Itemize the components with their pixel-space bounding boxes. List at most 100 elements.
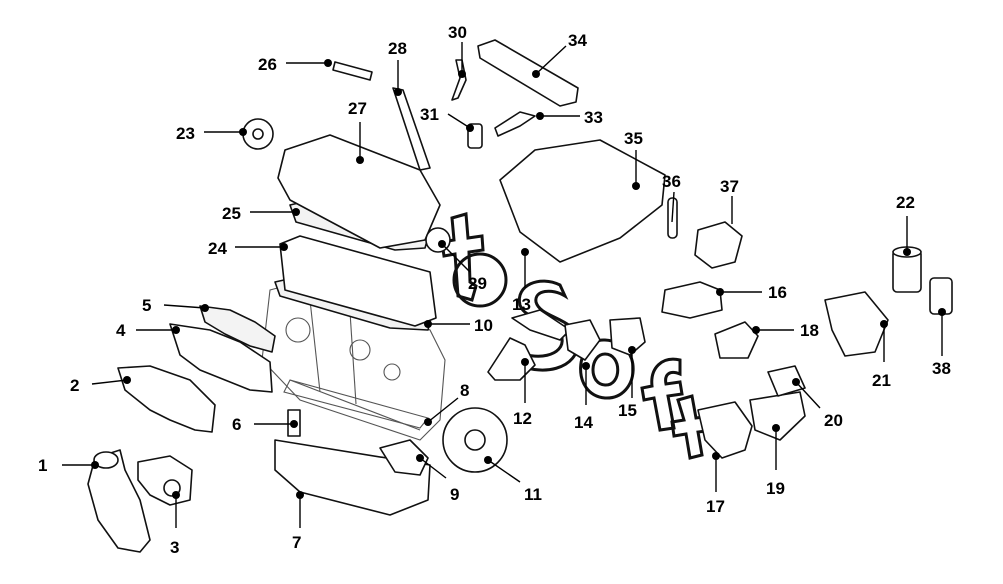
- callout-22: 22: [896, 193, 915, 256]
- part-15-water-pump: [609, 317, 646, 356]
- callout-19: 19: [766, 424, 785, 498]
- part-35-intake-manifold: [499, 139, 666, 263]
- callout-28: 28: [388, 39, 407, 96]
- watermark-letter-f: [640, 357, 684, 432]
- callout-23: 23: [176, 124, 247, 143]
- part-26-injector-bolt: [332, 61, 373, 81]
- part-18-egr-actuator: [714, 321, 759, 359]
- part-2-exhaust-heat-shield: [117, 365, 216, 433]
- callout-14: 14: [574, 362, 593, 432]
- callout-16: 16: [716, 283, 787, 302]
- part-37-water-outlet-elbow: [694, 221, 743, 269]
- callout-30: 30: [448, 23, 467, 78]
- callout-label: 4: [116, 321, 126, 340]
- part-30-fuel-pipe: [451, 59, 467, 101]
- callout-2: 2: [70, 376, 131, 395]
- callout-label: 29: [468, 274, 487, 293]
- callout-17: 17: [706, 452, 725, 516]
- callout-label: 23: [176, 124, 195, 143]
- callout-label: 18: [800, 321, 819, 340]
- engine-block: [261, 281, 446, 441]
- part-13-egr-pipe: [511, 309, 571, 341]
- callout-34: 34: [532, 31, 587, 78]
- callout-6: 6: [232, 415, 298, 434]
- callout-36: 36: [662, 172, 681, 223]
- callout-24: 24: [208, 239, 288, 258]
- callout-29: 29: [438, 240, 487, 293]
- part-3-vacuum-pump: [137, 455, 193, 506]
- callout-label: 13: [512, 295, 531, 314]
- callout-4: 4: [116, 321, 180, 340]
- part-9-oil-pump: [379, 439, 429, 476]
- callout-label: 37: [720, 177, 739, 196]
- callout-31: 31: [420, 105, 474, 132]
- callout-11: 11: [484, 456, 542, 504]
- callout-label: 38: [932, 359, 951, 378]
- callout-37: 37: [720, 177, 739, 224]
- watermark-letter-t2: [670, 394, 716, 460]
- callout-12: 12: [513, 358, 532, 428]
- part-5-exhaust-gasket: [199, 305, 276, 353]
- callout-label: 19: [766, 479, 785, 498]
- callout-38: 38: [932, 308, 951, 378]
- callout-7: 7: [292, 491, 304, 552]
- callout-label: 31: [420, 105, 439, 124]
- part-4-exhaust-manifold: [169, 323, 273, 393]
- callout-label: 28: [388, 39, 407, 58]
- callout-5: 5: [142, 296, 209, 315]
- callout-label: 30: [448, 23, 467, 42]
- callout-label: 36: [662, 172, 681, 191]
- part-1-catalytic-converter: [87, 449, 151, 553]
- callout-label: 5: [142, 296, 151, 315]
- callout-21: 21: [872, 320, 891, 390]
- callout-label: 25: [222, 204, 241, 223]
- callout-label: 9: [450, 485, 459, 504]
- callout-15: 15: [618, 346, 637, 420]
- callout-label: 1: [38, 456, 47, 475]
- callout-1: 1: [38, 456, 99, 475]
- watermark-ring: [452, 252, 508, 308]
- callout-label: 21: [872, 371, 891, 390]
- callout-26: 26: [258, 55, 332, 74]
- callout-10: 10: [424, 316, 493, 335]
- part-14-water-outlet: [564, 319, 601, 361]
- callout-label: 16: [768, 283, 787, 302]
- part-11-flywheel: [442, 407, 508, 473]
- callout-label: 12: [513, 409, 532, 428]
- callouts: 1 2 3 4 5 6 7 8: [38, 23, 951, 557]
- part-16-egr-valve: [661, 281, 723, 319]
- callout-label: 3: [170, 538, 179, 557]
- part-34-fuel-rail: [477, 39, 579, 107]
- callout-label: 26: [258, 55, 277, 74]
- part-24-cylinder-head: [279, 235, 437, 327]
- callout-8: 8: [424, 381, 469, 426]
- part-23-camshaft-sprocket: [242, 118, 274, 150]
- callout-label: 24: [208, 239, 227, 258]
- callout-label: 35: [624, 129, 643, 148]
- callout-label: 15: [618, 401, 637, 420]
- callout-label: 8: [460, 381, 469, 400]
- callout-label: 11: [524, 485, 542, 504]
- callout-label: 14: [574, 413, 593, 432]
- callout-20: 20: [792, 378, 843, 430]
- callout-label: 7: [292, 533, 301, 552]
- callout-label: 10: [474, 316, 493, 335]
- part-8-block-gasket: [283, 379, 429, 429]
- callout-27: 27: [348, 99, 367, 164]
- part-21-mount-support: [824, 291, 889, 357]
- callout-33: 33: [536, 108, 603, 127]
- callout-label: 17: [706, 497, 725, 516]
- callout-18: 18: [752, 321, 819, 340]
- callout-label: 2: [70, 376, 79, 395]
- part-19-mount-bracket: [749, 391, 806, 441]
- callout-label: 34: [568, 31, 587, 50]
- callout-label: 6: [232, 415, 241, 434]
- part-28-dipstick-tube: [392, 87, 431, 171]
- callout-3: 3: [170, 491, 180, 557]
- part-20-rubber-mount: [767, 365, 806, 397]
- callout-label: 33: [584, 108, 603, 127]
- callout-label: 27: [348, 99, 367, 118]
- callout-35: 35: [624, 129, 643, 190]
- callout-label: 22: [896, 193, 915, 212]
